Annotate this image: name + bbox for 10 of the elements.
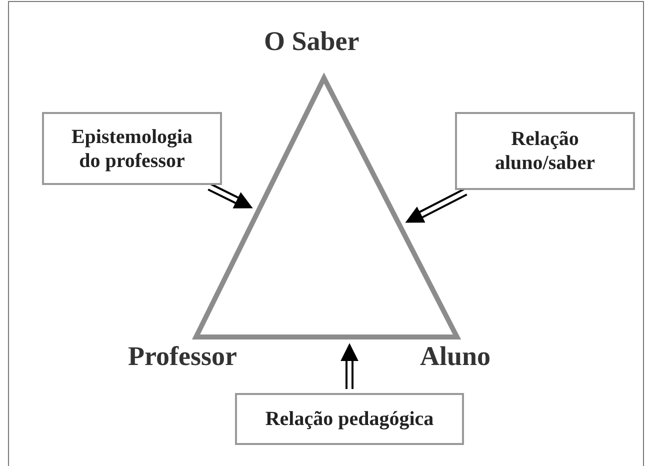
concept-box: Epistemologia do professor: [42, 112, 222, 185]
vertex-label: Aluno: [420, 341, 491, 372]
triangle-outline: [192, 72, 462, 340]
vertex-label: O Saber: [264, 26, 360, 57]
concept-box: Relação aluno/saber: [455, 112, 635, 190]
double-arrow: [340, 343, 358, 390]
vertex-label: Professor: [128, 341, 237, 372]
double-arrow: [207, 183, 253, 208]
double-arrow: [405, 188, 468, 223]
concept-box: Relação pedagógica: [235, 393, 464, 445]
